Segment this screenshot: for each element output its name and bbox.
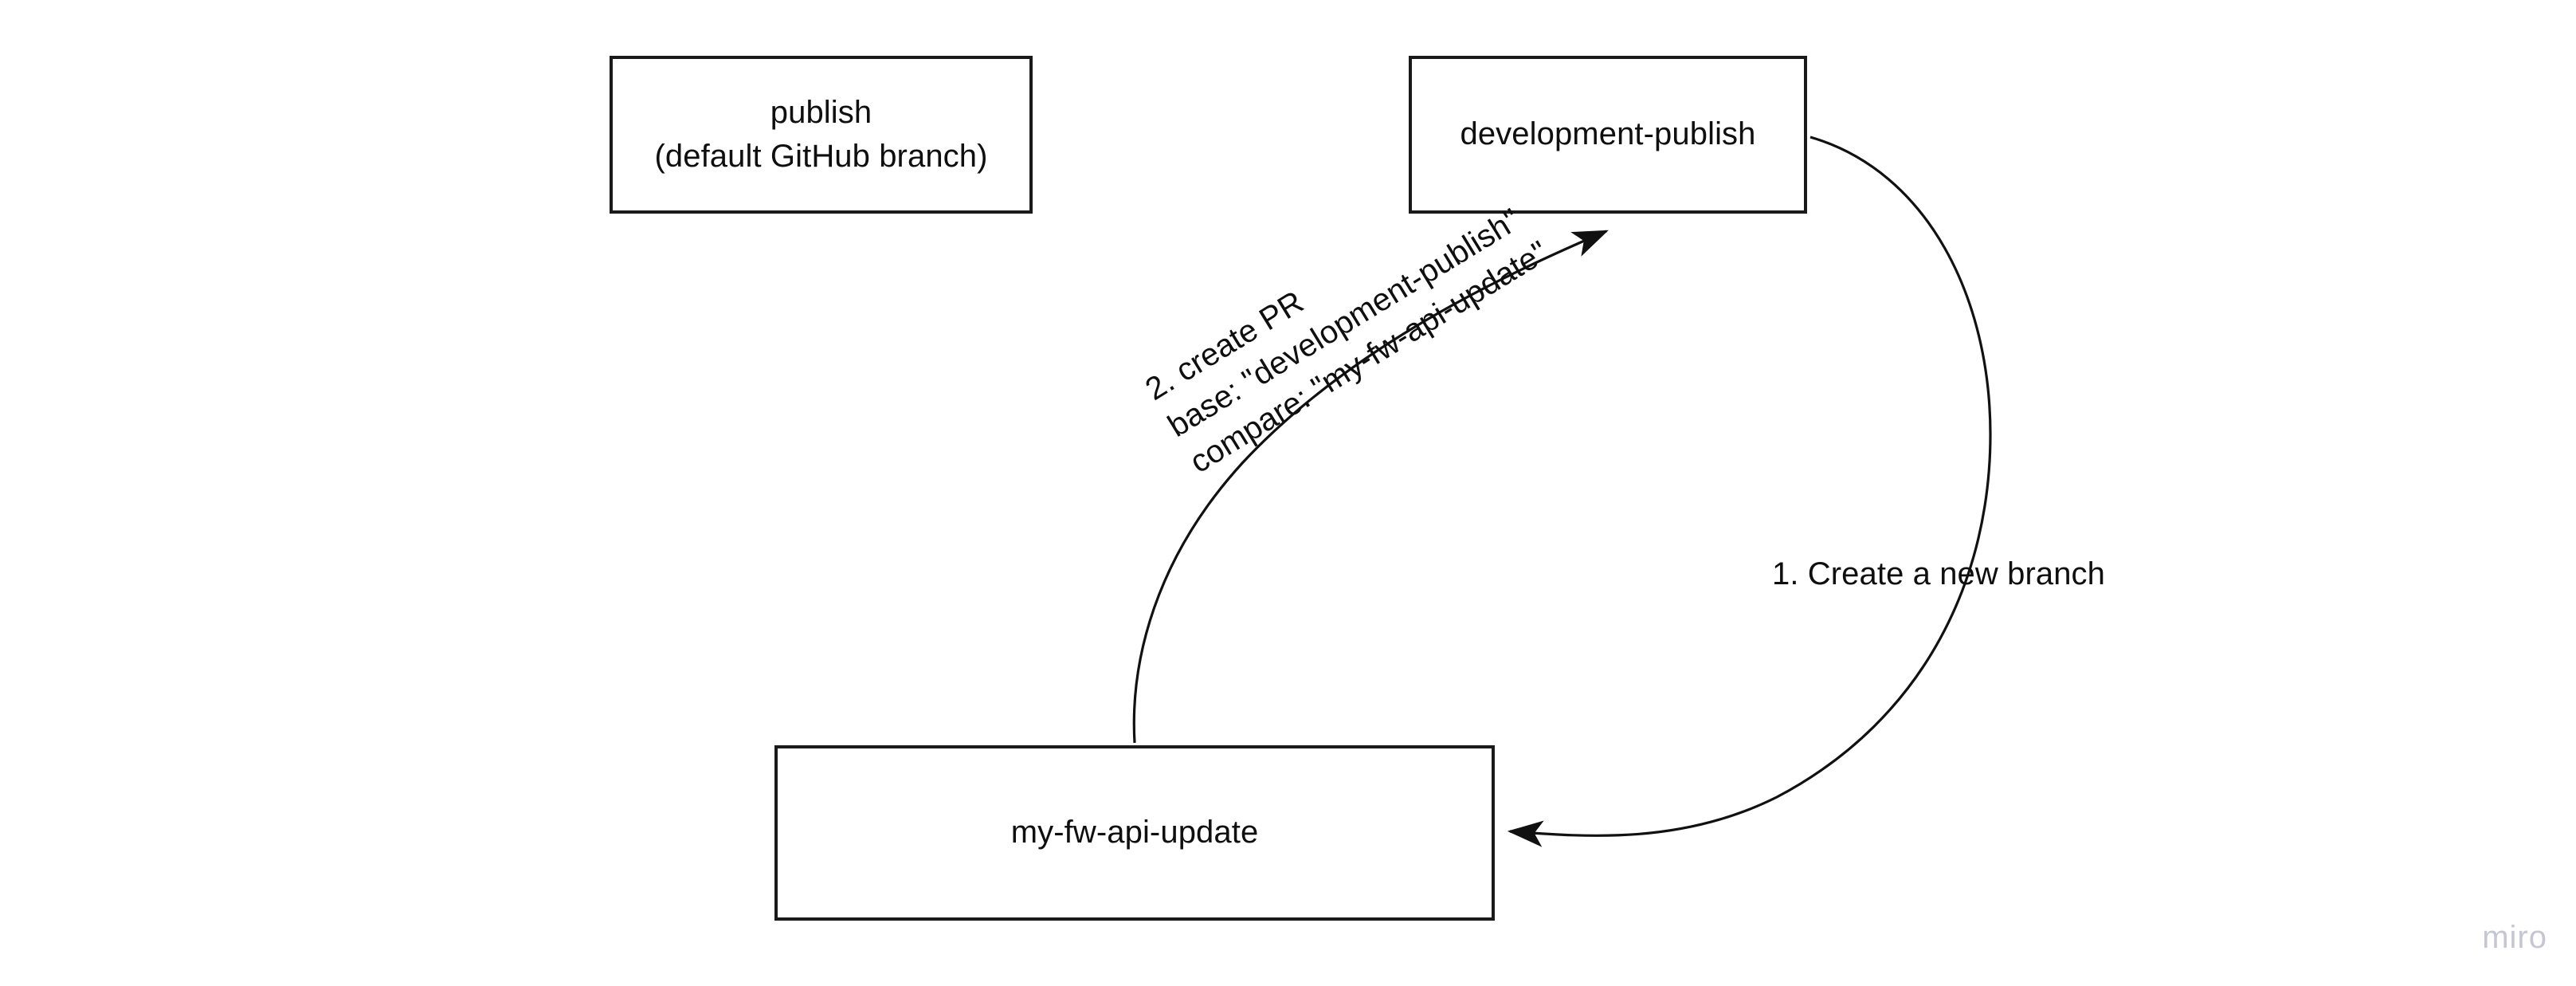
node-my-fw-api-update-label: my-fw-api-update (1010, 815, 1259, 850)
miro-watermark: miro (2482, 920, 2547, 955)
node-publish-label: publish (default GitHub branch) (654, 94, 988, 174)
node-publish[interactable]: publish (default GitHub branch) (610, 56, 1033, 214)
node-development-publish-label: development-publish (1460, 116, 1756, 152)
edge-label-create-branch: 1. Create a new branch (1772, 556, 2106, 591)
edge-create-branch-path (1507, 136, 1992, 847)
edge-create-pr-path (1132, 230, 1609, 744)
node-development-publish[interactable]: development-publish (1409, 56, 1807, 214)
node-my-fw-api-update[interactable]: my-fw-api-update (774, 745, 1495, 921)
